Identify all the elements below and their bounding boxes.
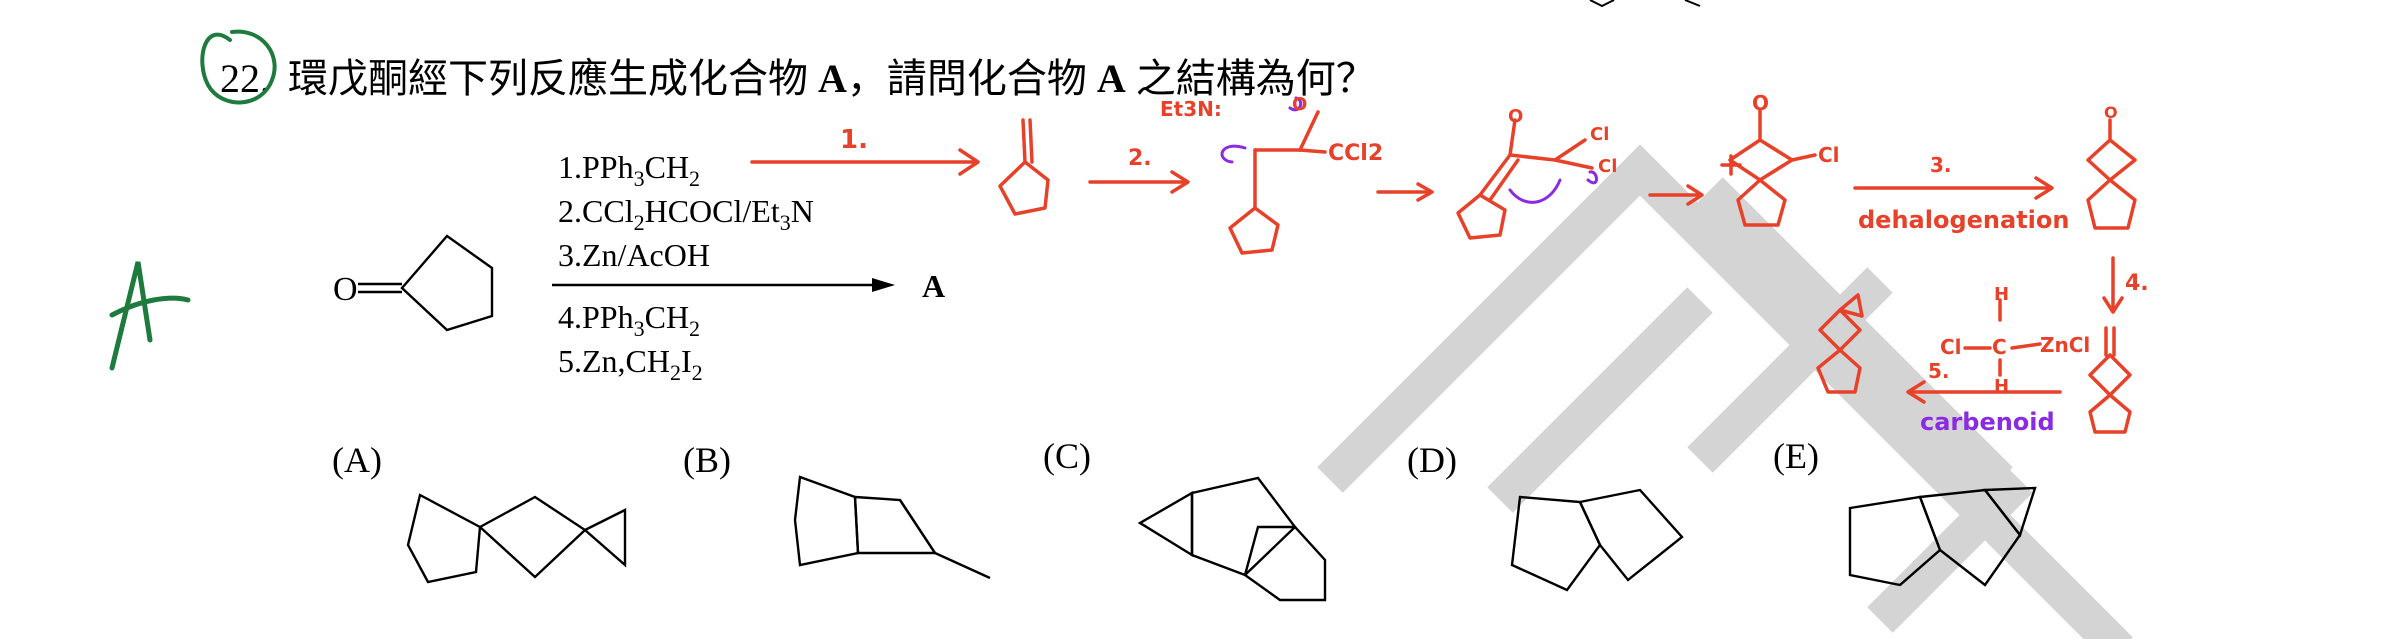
annot-step4: 4. <box>2125 271 2149 296</box>
cutoff-top-marks <box>1589 0 1701 8</box>
reagent-step-1: 1.PPh3CH2 <box>558 149 700 191</box>
reaction-arrow <box>552 278 895 292</box>
choice-b-label: (B) <box>683 440 731 480</box>
product-label: A <box>922 268 945 304</box>
annot-et3n: Et3N: <box>1160 97 1222 121</box>
reactant-cyclopentanone <box>358 234 494 332</box>
question-text: 環戊酮經下列反應生成化合物 A，請問化合物 A 之結構為何？ <box>288 56 1376 101</box>
choice-d-structure <box>1510 488 1684 592</box>
green-circle-mark <box>200 29 277 105</box>
choice-d-label: (D) <box>1407 440 1457 480</box>
purple-mechanism-arrows <box>1220 96 1598 204</box>
handwritten-answer-a <box>109 261 191 371</box>
annot-c-center: C <box>1992 335 2007 359</box>
red-mechanism-annotations <box>750 108 2137 434</box>
annot-dehalogenation: dehalogenation <box>1858 206 2069 234</box>
annot-h-bottom: H <box>1994 376 2009 397</box>
annot-h-top: H <box>1994 284 2009 305</box>
annot-cl-left: Cl <box>1940 335 1962 359</box>
annot-cl3: Cl <box>1818 143 1840 167</box>
annot-step5: 5. <box>1928 359 1950 383</box>
annot-o1: O <box>1292 94 1307 115</box>
reagent-step-4: 4.PPh3CH2 <box>558 299 700 341</box>
annot-cl2: Cl <box>1598 156 1617 177</box>
choice-a-structure <box>406 493 627 584</box>
annot-step2: 2. <box>1128 146 1152 171</box>
annot-step3: 3. <box>1930 153 1952 177</box>
choice-e-label: (E) <box>1773 436 1819 476</box>
annot-o2: O <box>1508 106 1523 127</box>
annot-zncl: ZnCl <box>2040 333 2090 357</box>
reagent-step-3: 3.Zn/AcOH <box>558 237 710 273</box>
reagent-step-2: 2.CCl2HCOCl/Et3N <box>558 193 814 235</box>
annot-o3: O <box>1752 91 1769 115</box>
annot-carbenoid: carbenoid <box>1920 408 2055 436</box>
reactant-oxygen: O <box>333 271 358 308</box>
annot-ccl2: CCl2 <box>1328 141 1383 166</box>
reagent-step-5: 5.Zn,CH2I2 <box>558 343 703 385</box>
choice-a-label: (A) <box>332 440 382 480</box>
annot-step1: 1. <box>840 125 868 155</box>
annot-cl1: Cl <box>1590 124 1609 145</box>
annot-o4: O <box>2104 103 2118 122</box>
choice-b-structure <box>793 475 991 580</box>
choice-e-structure <box>1848 486 2037 587</box>
red-annotation-text: 1. 2. Et3N: O CCl2 O Cl Cl O Cl 3. dehal… <box>840 91 2149 397</box>
choice-c-label: (C) <box>1043 436 1091 476</box>
watermark-graphic <box>1317 144 2133 639</box>
choice-c-structure <box>1137 476 1327 602</box>
